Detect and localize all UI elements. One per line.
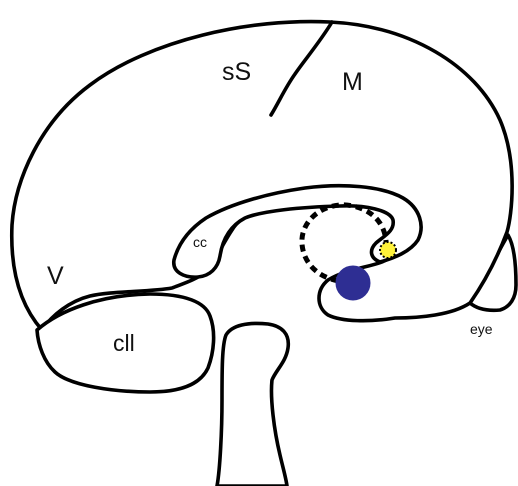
- label-V: V: [47, 262, 64, 290]
- label-cll: cll: [113, 330, 135, 356]
- label-M: M: [342, 68, 363, 96]
- yellow-marker-dot: [380, 242, 396, 258]
- brainstem-outline: [217, 323, 288, 486]
- label-eye: eye: [470, 321, 493, 337]
- label-cc: cc: [193, 234, 207, 250]
- label-sS: sS: [222, 58, 251, 86]
- blue-nucleus-dot: [336, 266, 370, 300]
- hemisphere-outline: [12, 22, 512, 330]
